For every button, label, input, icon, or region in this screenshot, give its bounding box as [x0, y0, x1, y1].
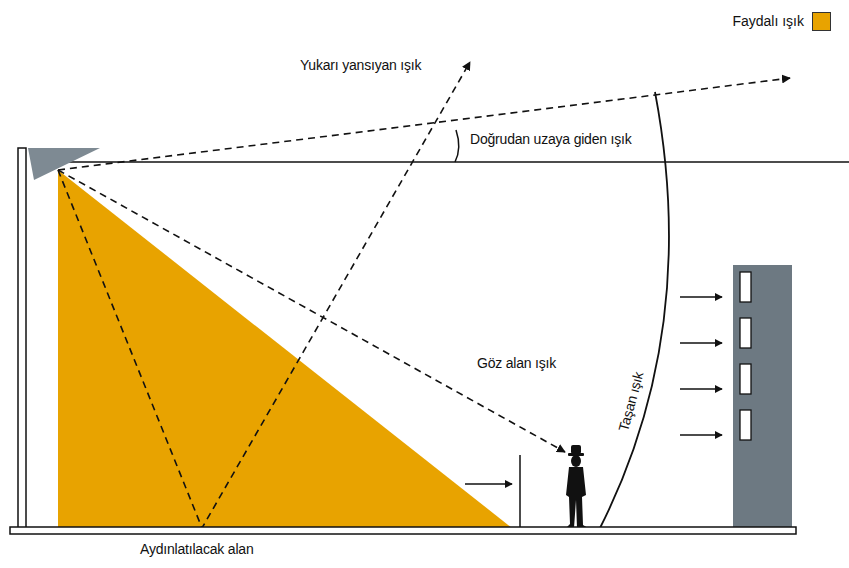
legend-label: Faydalı ışık	[732, 14, 804, 29]
spill-light-arc	[600, 92, 669, 528]
lamp-pole	[18, 148, 26, 528]
target-area-label: Aydınlatılacak alan	[140, 542, 253, 557]
useful-light-area	[58, 170, 512, 528]
glare-light-ray	[58, 170, 565, 452]
building-windows	[740, 272, 751, 440]
shield-post	[519, 455, 521, 528]
ground	[10, 527, 796, 534]
spill-light-label: Taşan ışık	[617, 371, 648, 434]
sky-light-ray	[58, 78, 790, 170]
arrow	[465, 483, 512, 485]
spill-arrows	[680, 297, 722, 435]
reflected-light-label: Yukarı yansıyan ışık	[300, 58, 421, 73]
legend-swatch	[812, 12, 831, 31]
sky-light-label: Doğrudan uzaya giden ışık	[470, 132, 632, 147]
glare-light-label: Göz alan ışık	[475, 356, 558, 371]
lamp-head	[28, 148, 100, 180]
reflected-light-ray	[58, 62, 470, 528]
building	[733, 265, 792, 528]
angle-arc	[455, 130, 459, 162]
person-figure	[566, 445, 588, 528]
